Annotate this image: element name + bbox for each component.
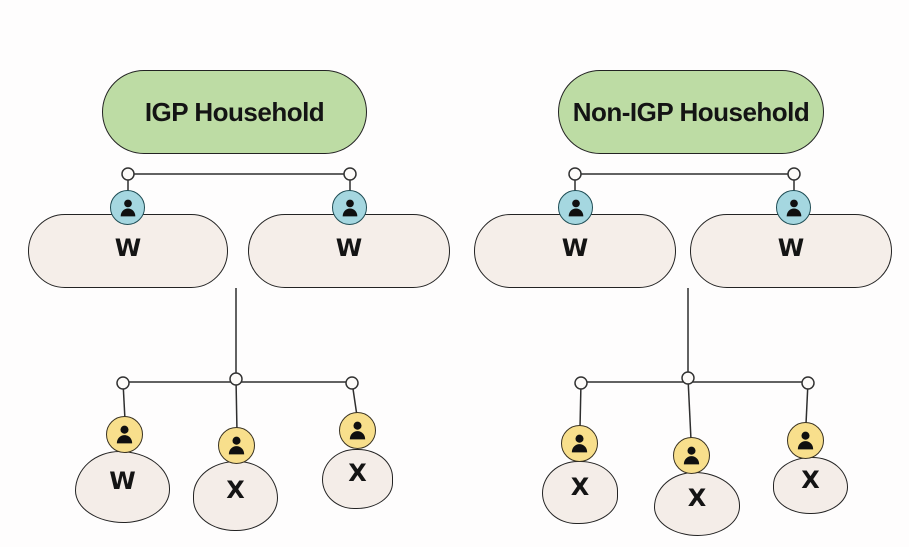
non-igp-adult-node-2: W [690, 214, 892, 288]
junction-dot [568, 167, 582, 181]
igp-child-node-2: X [193, 461, 278, 531]
child-person-icon [673, 437, 710, 474]
person-icon [568, 199, 583, 216]
connector-line [235, 378, 238, 433]
igp-household-header: IGP Household [102, 70, 367, 154]
person-icon [786, 199, 801, 216]
non-igp-household-header: Non-IGP Household [558, 70, 824, 154]
non-igp-child-3-label: X [801, 465, 820, 494]
connector-line [687, 377, 692, 441]
igp-child-node-1: W [75, 451, 170, 523]
igp-adult-node-1: W [28, 214, 228, 288]
child-person-icon [561, 425, 598, 462]
non-igp-adult-2-label: W [777, 234, 805, 262]
non-igp-adult-1-label: W [561, 234, 589, 262]
non-igp-child-node-1: X [542, 461, 618, 524]
person-icon [571, 434, 588, 453]
igp-child-3-label: X [348, 459, 367, 487]
person-icon [120, 199, 135, 216]
junction-dot [345, 376, 359, 390]
igp-adult-node-2: W [248, 214, 450, 288]
junction-dot [229, 372, 243, 386]
non-igp-child-1-label: X [570, 472, 590, 501]
adult-person-icon [776, 190, 811, 225]
non-igp-child-2-label: X [687, 484, 707, 512]
person-icon [349, 421, 366, 440]
child-person-icon [106, 416, 143, 453]
igp-child-node-3: X [322, 449, 393, 509]
igp-adult-2-label: W [335, 234, 363, 262]
child-person-icon [218, 427, 255, 464]
adult-person-icon [110, 190, 145, 225]
person-icon [342, 199, 357, 216]
igp-household-title: IGP Household [144, 96, 325, 127]
igp-child-1-label: W [109, 467, 136, 495]
adult-person-icon [332, 190, 367, 225]
junction-dot [116, 376, 130, 390]
junction-dot [801, 376, 815, 390]
child-person-icon [339, 412, 376, 449]
igp-child-2-label: X [226, 476, 245, 504]
junction-dot [787, 167, 801, 181]
junction-dot [574, 376, 588, 390]
non-igp-child-node-3: X [773, 457, 848, 514]
person-icon [797, 431, 814, 450]
person-icon [228, 436, 245, 455]
person-icon [116, 425, 133, 444]
non-igp-household-title: Non-IGP Household [572, 96, 810, 127]
igp-adult-1-label: W [114, 234, 142, 262]
non-igp-adult-node-1: W [474, 214, 676, 288]
junction-dot [681, 371, 695, 385]
person-icon [683, 446, 700, 465]
adult-person-icon [558, 190, 593, 225]
child-person-icon [787, 422, 824, 459]
junction-dot [343, 167, 357, 181]
non-igp-child-node-2: X [654, 472, 740, 536]
junction-dot [121, 167, 135, 181]
